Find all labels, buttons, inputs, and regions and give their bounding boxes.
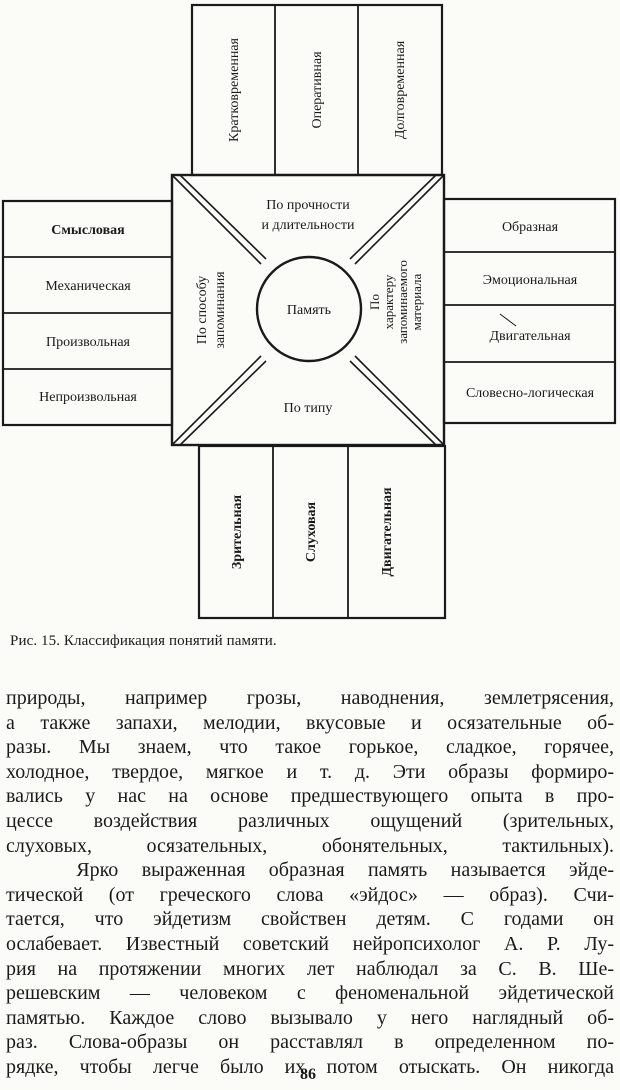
- sector-top-line1: По прочности: [266, 198, 350, 213]
- text-line: природы, например грозы, наводнения, зем…: [6, 687, 614, 709]
- sector-left-line1: По способу: [195, 276, 210, 344]
- left-box-label: Произвольная: [46, 335, 131, 350]
- bottom-box-label: Двигательная: [380, 487, 395, 577]
- text-line: тической (от греческого слова «эйдос» — …: [6, 883, 614, 906]
- bottom-box-label: Слуховая: [304, 501, 319, 562]
- top-box-label: Долговременная: [393, 40, 408, 139]
- text-line: а также запахи, мелодии, вкусовые и осяз…: [6, 711, 614, 734]
- text-line: раз. Слова-образы он расставлял в опреде…: [6, 1031, 614, 1054]
- right-box-label: Словесно-логическая: [466, 386, 595, 401]
- text-line: решевским — человеком с феноменальной эй…: [6, 982, 614, 1005]
- figure-caption: Рис. 15. Классификация понятий памяти.: [10, 633, 277, 649]
- sector-right-line3: запоминаемого: [395, 260, 410, 344]
- text-line: Ярко выраженная образная память называет…: [6, 859, 614, 882]
- sector-right-line1: По: [367, 294, 382, 310]
- text-line: рядке, чтобы легче было их потом отыскат…: [6, 1055, 614, 1078]
- sector-right-line2: характеру: [381, 274, 396, 329]
- right-box-label: Двигательная: [489, 329, 571, 344]
- left-box-label: Механическая: [45, 279, 131, 294]
- sector-left-line2: запоминания: [213, 271, 228, 349]
- page-number: 86: [300, 1066, 316, 1083]
- text-line: памятью. Каждое слово вызывало у него на…: [6, 1006, 614, 1029]
- sector-right-line4: материала: [409, 273, 424, 330]
- left-box-label: Смысловая: [51, 223, 125, 238]
- central-square: [170, 173, 446, 447]
- top-box-label: Кратковременная: [227, 37, 242, 141]
- center-label: Память: [287, 303, 331, 318]
- text-line: слуховых, осязательных, обонятельных, та…: [6, 834, 614, 857]
- sector-top-line2: и длительности: [262, 218, 355, 233]
- text-line: разы. Мы знаем, что такое горькое, сладк…: [6, 736, 614, 759]
- sector-bottom-label: По типу: [284, 401, 333, 416]
- center-circle: [255, 255, 363, 363]
- memory-classification-diagram: Память По прочности и длительности По ти…: [1, 3, 617, 620]
- text-line: рия на протяжении многих лет наблюдал за…: [6, 957, 614, 980]
- top-box-label: Оперативная: [310, 51, 325, 129]
- text-line: ослабевает. Известный советский нейропси…: [6, 932, 614, 955]
- bottom-box-label: Зрительная: [230, 494, 245, 569]
- right-box-label: Образная: [502, 220, 559, 235]
- body-text: природы, например грозы, наводнения, зем…: [6, 686, 614, 1080]
- left-box-label: Непроизвольная: [39, 390, 137, 405]
- text-line: холодное, твердое, мягкое и т. д. Эти об…: [6, 760, 614, 783]
- right-box-label: Эмоциональная: [483, 273, 578, 288]
- text-line: вались у нас на основе предшествующего о…: [6, 785, 614, 808]
- text-line: тается, что эйдетизм свойствен детям. С …: [6, 908, 614, 931]
- text-line: цессе воздействия различных ощущений (зр…: [6, 809, 614, 832]
